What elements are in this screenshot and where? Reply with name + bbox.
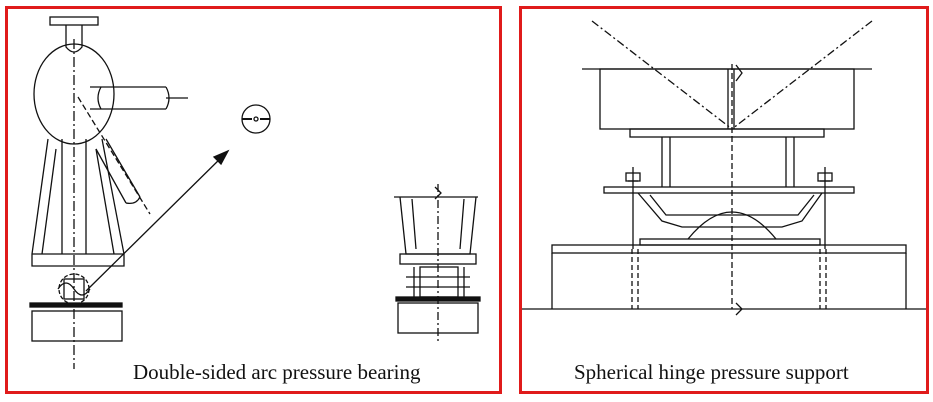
hinge-housing: [637, 192, 823, 228]
figure-left-caption: Double-sided arc pressure bearing: [133, 360, 421, 384]
side-elevation: [394, 184, 481, 344]
dashdot-diagonal-right: [731, 20, 873, 130]
arrow-leader: [85, 150, 229, 292]
bolt-right: [817, 167, 833, 249]
double-sided-arc-bearing-drawing: [29, 16, 481, 369]
upper-bearing-plate: [603, 186, 855, 194]
arrow-head: [212, 149, 230, 166]
girder-body: [599, 68, 855, 130]
dashdot-diagonal-left: [591, 20, 733, 130]
base-plate: [29, 302, 123, 308]
diagonal-pipe: [95, 138, 141, 204]
bearing-block: [63, 278, 85, 300]
arc-bearing: [58, 273, 90, 305]
lower-flange: [629, 128, 825, 138]
column-inner-lines: [41, 148, 115, 255]
figure-left-panel: Double-sided arc pressure bearing: [5, 6, 502, 394]
pier-cap: [551, 244, 907, 254]
figure-right-caption: Spherical hinge pressure support: [574, 360, 849, 384]
hinge-inner: [649, 194, 815, 216]
top-flange: [49, 16, 99, 26]
diagonal-centerline: [77, 96, 151, 215]
bolt-left: [625, 167, 641, 249]
lower-bearing-plate: [639, 238, 821, 246]
tapered-column: [31, 138, 125, 267]
girder-break: [735, 64, 743, 82]
spherical-hinge-support-drawing: [522, 20, 926, 316]
pipe-end: [97, 86, 102, 110]
ring-center: [253, 116, 259, 122]
figure-right-panel: Spherical hinge pressure support: [519, 6, 929, 394]
foundation: [31, 310, 123, 342]
spherical-cap: [687, 211, 777, 240]
diagonal-pipe-end: [125, 196, 141, 205]
bearing-arc: [57, 282, 91, 296]
horizontal-pipe: [90, 86, 170, 110]
pier-break: [735, 302, 743, 316]
